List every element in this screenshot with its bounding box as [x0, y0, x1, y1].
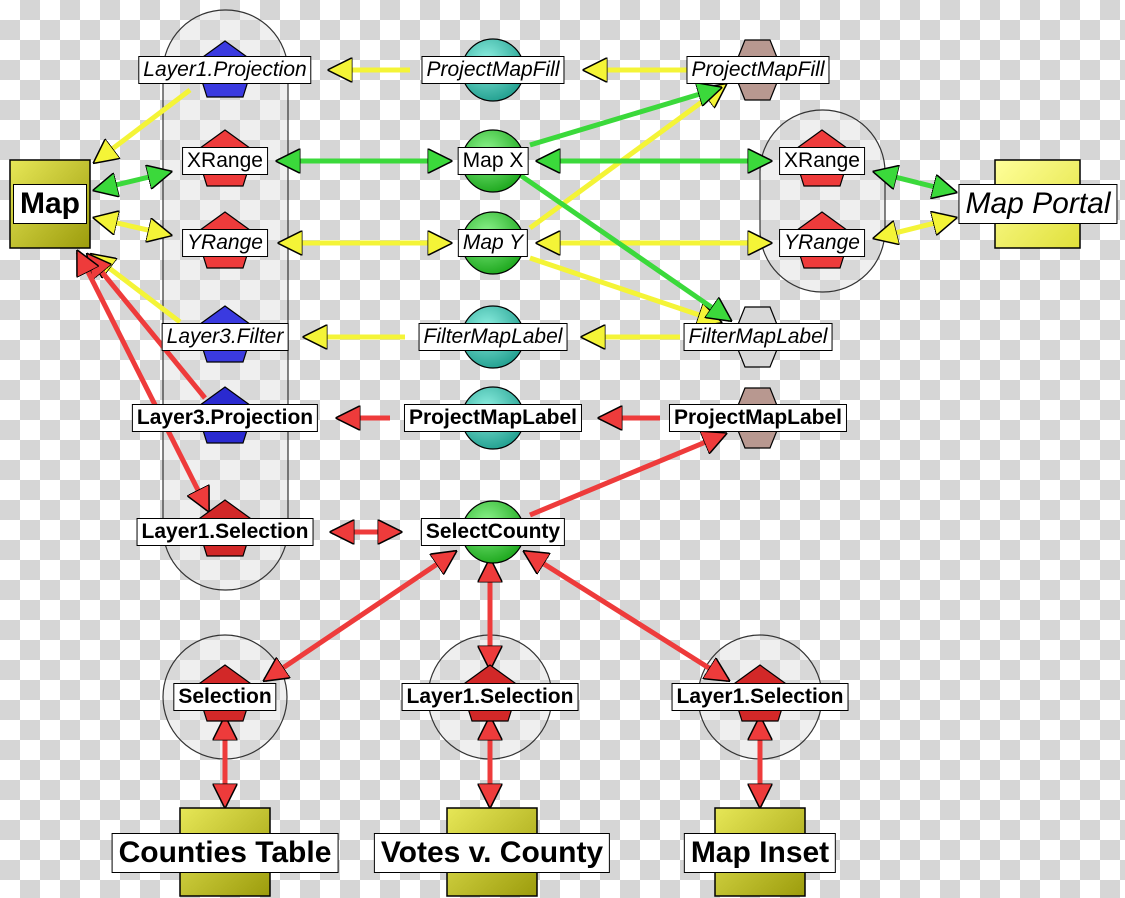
counties-table-label[interactable]: Counties Table: [111, 833, 339, 873]
map-inset-label[interactable]: Map Inset: [683, 833, 837, 873]
arrow-mapy-to-projectmapfill: [528, 85, 725, 231]
map-y-label: Map Y: [457, 229, 529, 257]
map-x-label: Map X: [457, 147, 529, 175]
projectmaplabel-mid-label: ProjectMapLabel: [403, 404, 583, 432]
inset-selection-label: Layer1.Selection: [671, 683, 849, 711]
arrow-selectcounty-inset-selection: [525, 552, 728, 680]
arrow-mapx-to-filtermaplabel: [518, 172, 730, 320]
selectcounty-label: SelectCounty: [420, 518, 566, 546]
votes-selection-label: Layer1.Selection: [401, 683, 579, 711]
arrow-mapx-to-projectmapfill: [529, 88, 720, 148]
layer3-projection-label: Layer3.Projection: [131, 404, 319, 432]
arrow-map-yrange: [95, 218, 170, 235]
filtermaplabel-right-label: FilterMapLabel: [683, 323, 833, 351]
xrange-right-label: XRange: [779, 147, 865, 175]
arrow-selectcounty-to-projectmaplabel: [529, 434, 725, 518]
arrow-right-yrange-portal: [875, 218, 955, 238]
arrow-mapy-to-filtermaplabel: [529, 255, 720, 322]
yrange-right-label: YRange: [779, 229, 865, 257]
counties-selection-label: Selection: [173, 683, 277, 711]
filtermaplabel-mid-label: FilterMapLabel: [418, 323, 568, 351]
arrow-right-xrange-portal: [875, 172, 955, 192]
projectmapfill-mid-label: ProjectMapFill: [421, 56, 565, 84]
map-portal-label[interactable]: Map Portal: [958, 184, 1118, 224]
arrow-map-layer1-selection: [75, 252, 211, 510]
layer3-filter-label: Layer3.Filter: [161, 323, 289, 351]
arrow-layer1-projection-to-map: [95, 88, 192, 162]
layer1-projection-label: Layer1.Projection: [138, 56, 312, 84]
arrow-selectcounty-counties-selection: [265, 552, 455, 680]
layer1-selection-label: Layer1.Selection: [136, 518, 314, 546]
map-label[interactable]: Map: [13, 184, 87, 224]
votes-v-county-label[interactable]: Votes v. County: [373, 833, 611, 873]
xrange-left-label: XRange: [182, 147, 268, 175]
yrange-left-label: YRange: [182, 229, 268, 257]
arrow-map-xrange: [95, 172, 170, 190]
projectmapfill-right-label: ProjectMapFill: [686, 56, 830, 84]
projectmaplabel-right-label: ProjectMapLabel: [668, 404, 848, 432]
